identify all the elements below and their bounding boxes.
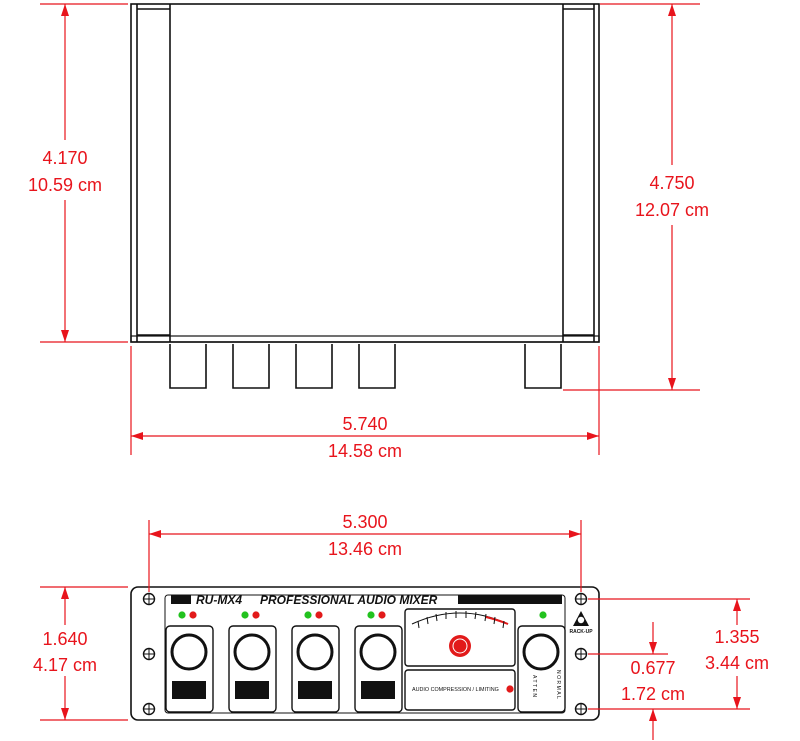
depth-centimeters: 12.07 cm (635, 200, 709, 220)
mounting-hole (142, 592, 156, 606)
width-dimension: 5.740 14.58 cm (130, 346, 600, 461)
hole-vertical-centimeters: 3.44 cm (705, 653, 769, 673)
mounting-hole (142, 647, 156, 661)
mounting-hole (574, 592, 588, 606)
rackup-logo: RACK-UP (569, 611, 593, 635)
channel-leds (178, 611, 547, 619)
vu-meter-logo-icon (449, 635, 471, 657)
product-name: PROFESSIONAL AUDIO MIXER (260, 593, 438, 607)
depth-dimension: 4.750 12.07 cm (563, 3, 709, 391)
hole-spacing-inches: 5.300 (342, 512, 387, 532)
top-view: 4.170 10.59 cm 4.750 12.07 cm 5.740 14.5… (28, 3, 709, 461)
hole-offset-inches: 0.677 (630, 658, 675, 678)
master-module[interactable]: ATTEN NORMAL (517, 625, 566, 713)
channel-label-plate (235, 681, 269, 699)
compression-led (506, 685, 514, 693)
channel-strip[interactable] (291, 625, 340, 713)
channel-label-plate (298, 681, 332, 699)
mounting-holes (142, 592, 588, 716)
channel-strip[interactable] (165, 625, 214, 713)
knob-profiles (169, 344, 562, 389)
channel-knob[interactable] (296, 633, 334, 671)
panel-height-inches: 1.640 (42, 629, 87, 649)
compression-label: AUDIO COMPRESSION / LIMITING (412, 687, 499, 693)
mounting-hole (574, 647, 588, 661)
hole-spacing-dimension: 5.300 13.46 cm (148, 512, 582, 592)
switch-label-normal: NORMAL (555, 670, 561, 700)
width-centimeters: 14.58 cm (328, 441, 402, 461)
channel-strip[interactable] (228, 625, 277, 713)
channel-label-plate (361, 681, 395, 699)
hole-vertical-dimension: 1.355 3.44 cm (588, 598, 769, 710)
panel-height-centimeters: 4.17 cm (33, 655, 97, 675)
panel-height-dimension: 1.640 4.17 cm (33, 586, 128, 721)
vu-meter (404, 608, 516, 667)
channel-knob[interactable] (359, 633, 397, 671)
height-dimension: 4.170 10.59 cm (28, 3, 128, 343)
front-view: RU-MX4 PROFESSIONAL AUDIO MIXER (33, 512, 769, 740)
channel-label-plate (172, 681, 206, 699)
channel-knob[interactable] (170, 633, 208, 671)
led-pair (304, 611, 323, 619)
led-master (539, 611, 547, 619)
width-inches: 5.740 (342, 414, 387, 434)
height-centimeters: 10.59 cm (28, 175, 102, 195)
hole-vertical-inches: 1.355 (714, 627, 759, 647)
depth-inches: 4.750 (649, 173, 694, 193)
channel-strip[interactable] (354, 625, 403, 713)
compression-section: AUDIO COMPRESSION / LIMITING (404, 669, 516, 711)
led-pair (178, 611, 197, 619)
model-name: RU-MX4 (196, 593, 242, 607)
mounting-hole (142, 702, 156, 716)
title-bar-right (458, 595, 562, 604)
hole-offset-centimeters: 1.72 cm (621, 684, 685, 704)
led-pair (241, 611, 260, 619)
switch-label-atten: ATTEN (531, 675, 537, 699)
channel-knob[interactable] (233, 633, 271, 671)
enclosure-body (130, 3, 600, 343)
title-bar-left (171, 595, 191, 604)
height-inches: 4.170 (42, 148, 87, 168)
channel-modules (165, 625, 403, 713)
hole-offset-dimension: 0.677 1.72 cm (588, 622, 685, 740)
led-pair (367, 611, 386, 619)
master-knob[interactable] (522, 633, 560, 671)
hole-spacing-centimeters: 13.46 cm (328, 539, 402, 559)
logo-text: RACK-UP (569, 629, 593, 635)
mounting-hole (574, 702, 588, 716)
